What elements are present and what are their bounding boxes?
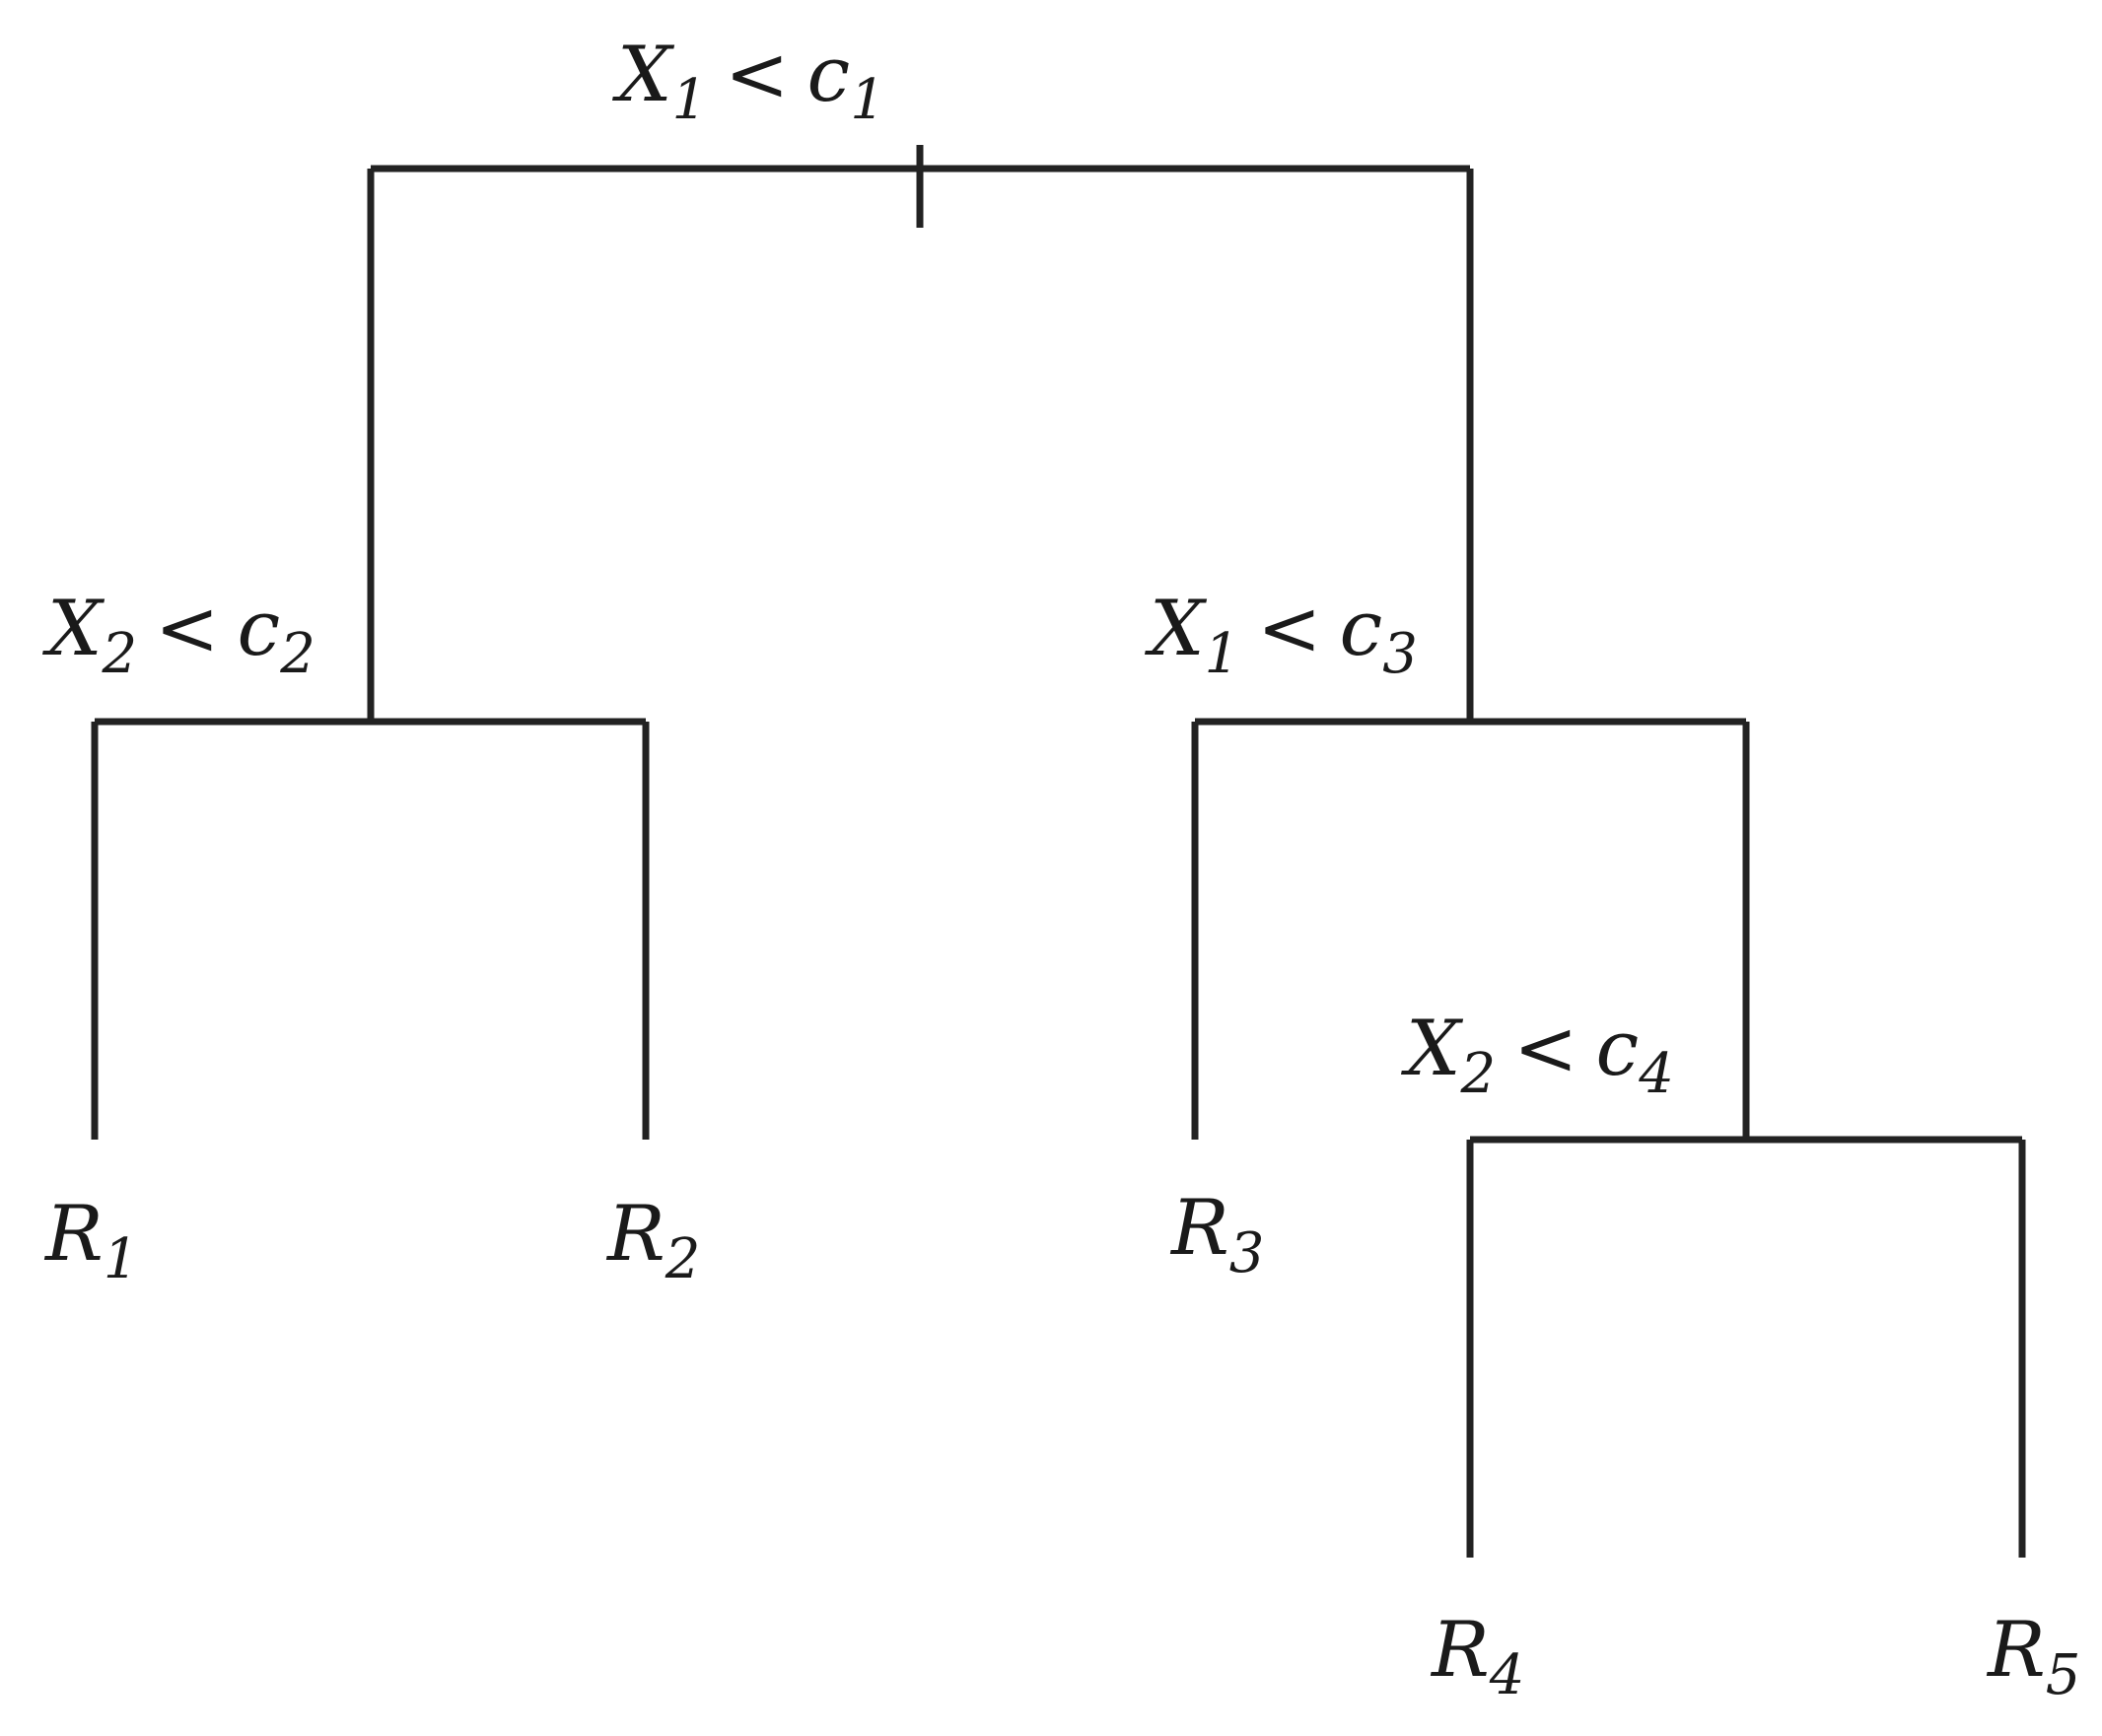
split-label-3: X1<c3 bbox=[1144, 585, 1418, 686]
split-label-4: X2<c4 bbox=[1400, 1005, 1674, 1106]
leaf-label-r1: R1 bbox=[43, 1190, 138, 1291]
split-node-3: X1<c3 bbox=[1144, 585, 1750, 1140]
split-node-2: X2<c2 bbox=[41, 585, 650, 1140]
leaf-label-r3: R3 bbox=[1169, 1184, 1264, 1285]
split-label-1: X1<c1 bbox=[611, 31, 885, 132]
leaf-label-r4: R4 bbox=[1430, 1606, 1524, 1707]
leaf-label-r5: R5 bbox=[1986, 1606, 2080, 1707]
split-label-2: X2<c2 bbox=[41, 585, 315, 686]
split-node-1: X1<c1 bbox=[367, 31, 1474, 722]
split-node-4: X2<c4 bbox=[1400, 1005, 2026, 1558]
leaf-label-r2: R2 bbox=[605, 1190, 700, 1291]
